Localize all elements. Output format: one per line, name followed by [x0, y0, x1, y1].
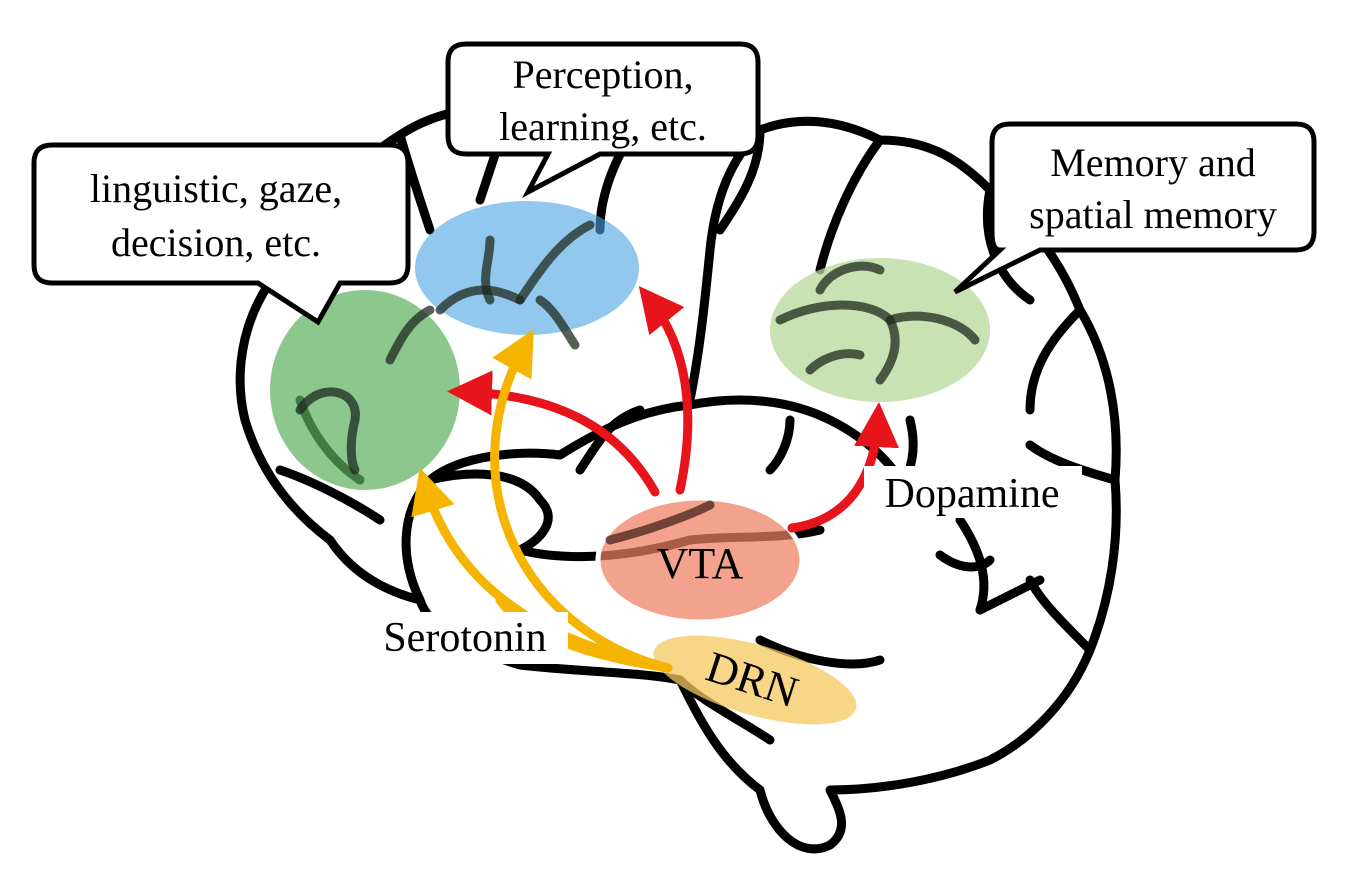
memory-region: [770, 258, 990, 402]
region-sulci: [295, 220, 980, 475]
serotonin-label-bg: [362, 612, 568, 664]
dopamine-label: Dopamine: [885, 471, 1060, 517]
callout-parietal-line2: learning, etc.: [499, 104, 707, 149]
callout-parietal: Perception, learning, etc.: [445, 41, 761, 198]
vta-sulcus: [605, 500, 715, 545]
callout-hippocampal-line1: Memory and: [1050, 140, 1256, 185]
dopamine-arrow-to-prefrontal: [447, 370, 660, 497]
callout-parietal-line1: Perception,: [512, 52, 693, 97]
callout-prefrontal: linguistic, gaze, decision, etc.: [31, 142, 411, 326]
callout-hippocampal: Memory and spatial memory: [953, 121, 1317, 295]
serotonin-arrow-to-parietal: [490, 329, 673, 673]
vta-label: VTA: [657, 539, 744, 588]
drn-region: [653, 635, 857, 725]
prefrontal-region: [270, 290, 460, 490]
dopamine-arrow-to-memory: [787, 402, 899, 533]
callout-prefrontal-line1: linguistic, gaze,: [90, 166, 342, 211]
parietal-region: [415, 201, 639, 335]
serotonin-label: Serotonin: [383, 615, 546, 661]
callout-hippocampal-line2: spatial memory: [1029, 192, 1277, 237]
callout-prefrontal-line2: decision, etc.: [111, 220, 321, 265]
dopamine-arrows: [447, 285, 899, 533]
dopamine-arrow-to-parietal: [638, 285, 693, 495]
dopamine-label-bg: [864, 466, 1082, 518]
